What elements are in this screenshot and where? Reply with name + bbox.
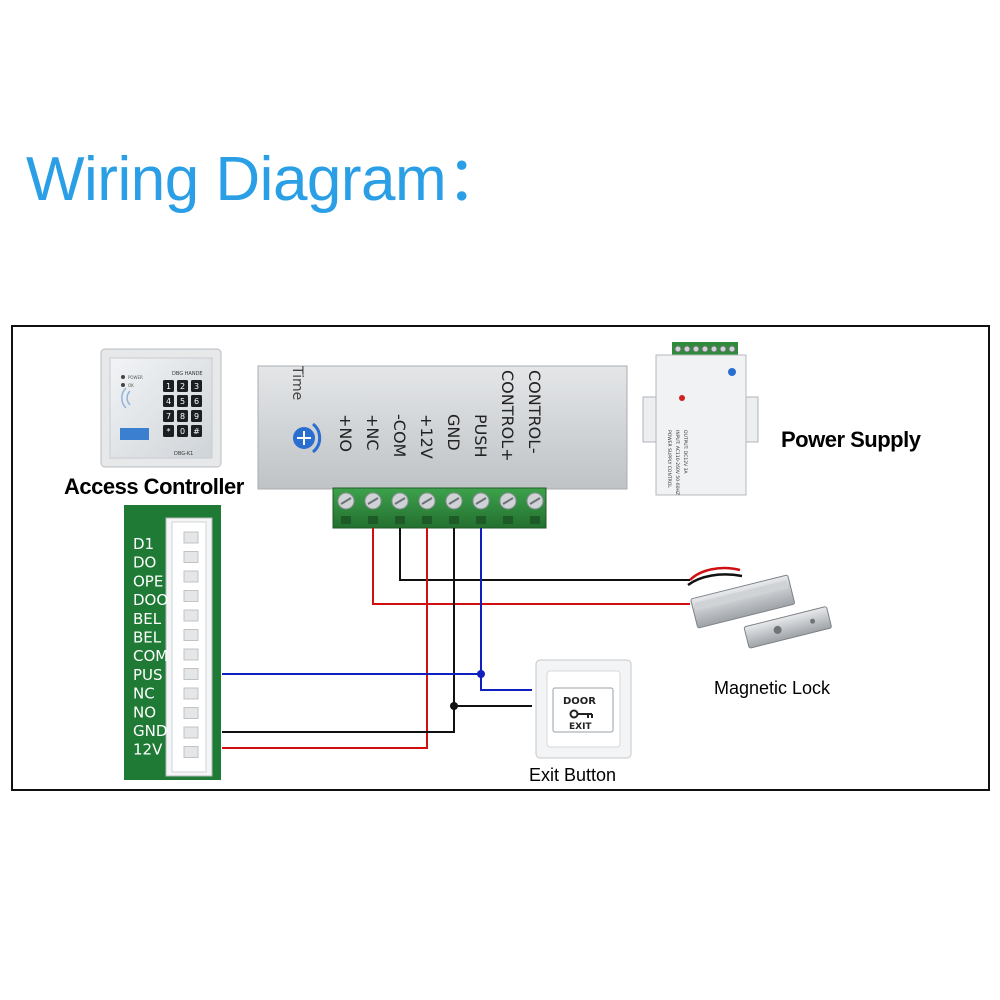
psu-terminal-screw (719, 345, 727, 353)
keypad-key-label: 2 (180, 382, 185, 391)
board-pin-label: PUS (133, 666, 163, 684)
keypad-key-label: 1 (166, 382, 171, 391)
keypad-key (163, 425, 174, 437)
keypad-key (163, 410, 174, 422)
keypad-key-label: 4 (166, 397, 171, 406)
keypad-key-label: * (167, 427, 171, 436)
terminal-label: GND (444, 414, 463, 451)
psu-terminal-screw (674, 345, 682, 353)
connector-slot (183, 590, 199, 602)
psu-label-line-2: INPUT: AC110-260V 50-60HZ (674, 430, 680, 495)
keypad-brand: DBG HANDE (172, 371, 203, 377)
magnetic-lock-device (687, 566, 832, 649)
psu-terminal-screw (683, 345, 691, 353)
connector-slot (183, 551, 199, 563)
psu-terminal-screw (710, 345, 718, 353)
connector-slot (183, 726, 199, 739)
wire-red-lock (372, 528, 690, 605)
power-supply-device: POWER SUPPLY CONTROL INPUT: AC110-260V 5… (642, 342, 759, 496)
keypad-key-label: 7 (166, 412, 171, 421)
junction-blue (477, 670, 485, 678)
board-pin-label: BEL (133, 629, 162, 647)
keypad-key-label: 9 (194, 412, 199, 421)
keypad-key (177, 425, 188, 437)
keypad-key-label: 3 (194, 382, 199, 391)
label-exit-button: Exit Button (529, 765, 617, 785)
keypad-key (177, 410, 188, 422)
terminal-label: CONTROL+ (498, 370, 517, 462)
connector-slot (183, 648, 199, 661)
terminal-labels: +NO +NC -COM +12V GND PUSH CONTROL+ CONTROL- (336, 370, 544, 462)
keypad-key (163, 395, 174, 407)
keypad-key-label: 6 (194, 397, 199, 406)
diagram-frame (11, 325, 990, 791)
terminal-label: -COM (390, 414, 409, 457)
label-power-supply: Power Supply (781, 427, 921, 452)
keypad-key (191, 425, 202, 437)
exit-button-text-bottom: EXIT (569, 722, 592, 732)
psu-terminal-screw (692, 345, 700, 353)
board-pin-label: NC (133, 685, 155, 703)
connector-slots (183, 531, 199, 758)
keypad-key (177, 395, 188, 407)
controller-box: Time +NO +NC -COM +12V GND PUSH CONTROL+ CONTRO… (257, 365, 628, 529)
wire-blue-push (222, 528, 482, 675)
board-pin-label: COM (133, 647, 168, 665)
keypad-key-label: 0 (180, 427, 185, 436)
label-access-controller: Access Controller (64, 474, 244, 499)
terminal-label: +NC (363, 414, 382, 451)
board-pin-label: DO (133, 554, 156, 572)
wire-red-12v (222, 528, 428, 749)
connector-slot (183, 668, 199, 680)
controller-time-label: Time (289, 365, 305, 400)
keypad-key (163, 380, 174, 392)
connector-slot (183, 707, 199, 719)
exit-button-text-top: DOOR (563, 696, 596, 707)
keypad-key-label: # (193, 427, 200, 436)
connector-slot (183, 531, 199, 544)
label-magnetic-lock: Magnetic Lock (714, 678, 831, 698)
wire-black-lock (399, 528, 690, 581)
connector-slot (183, 629, 199, 641)
page-title: Wiring Diagram： (26, 145, 508, 214)
psu-terminal-screw (728, 345, 736, 353)
connector-slot (183, 687, 199, 700)
keypad-key (191, 380, 202, 392)
keypad-key (191, 410, 202, 422)
connector-slot (183, 746, 199, 758)
connector-slot (183, 609, 199, 622)
board-pin-label: DOO (133, 591, 168, 609)
psu-terminal-screw (701, 345, 709, 353)
psu-label-line-3: OUTPUT: DC12V 3A (682, 430, 688, 474)
board-pin-label: 12V (133, 741, 163, 759)
keypad-indicator-ok: OK (128, 383, 134, 388)
board-pin-label: GND (133, 722, 167, 740)
terminal-screws (337, 492, 544, 524)
board-pin-label: NO (133, 703, 156, 721)
connector-slot (183, 570, 199, 583)
board-pin-label: OPE (133, 572, 163, 590)
keypad-key-label: 8 (180, 412, 185, 421)
psu-label-line-1: POWER SUPPLY CONTROL (666, 430, 672, 488)
keypad-key (177, 380, 188, 392)
terminal-label: PUSH (471, 414, 490, 458)
keypad-key-label: 5 (180, 397, 185, 406)
terminal-label: +NO (336, 414, 355, 452)
keypad-indicator-power: POWER (128, 375, 143, 380)
exit-button-device: DOOR EXIT (535, 659, 632, 759)
keypad-model: DBG-K1 (174, 451, 193, 457)
terminal-label: +12V (417, 414, 436, 459)
wire-blue-exit (480, 674, 532, 691)
wire-black-gnd (222, 528, 455, 733)
keypad-key (191, 395, 202, 407)
junction-black (450, 702, 458, 710)
terminal-label: CONTROL- (525, 370, 544, 454)
board-pin-label: D1 (133, 535, 154, 553)
board-pin-label: BEL (133, 610, 162, 628)
